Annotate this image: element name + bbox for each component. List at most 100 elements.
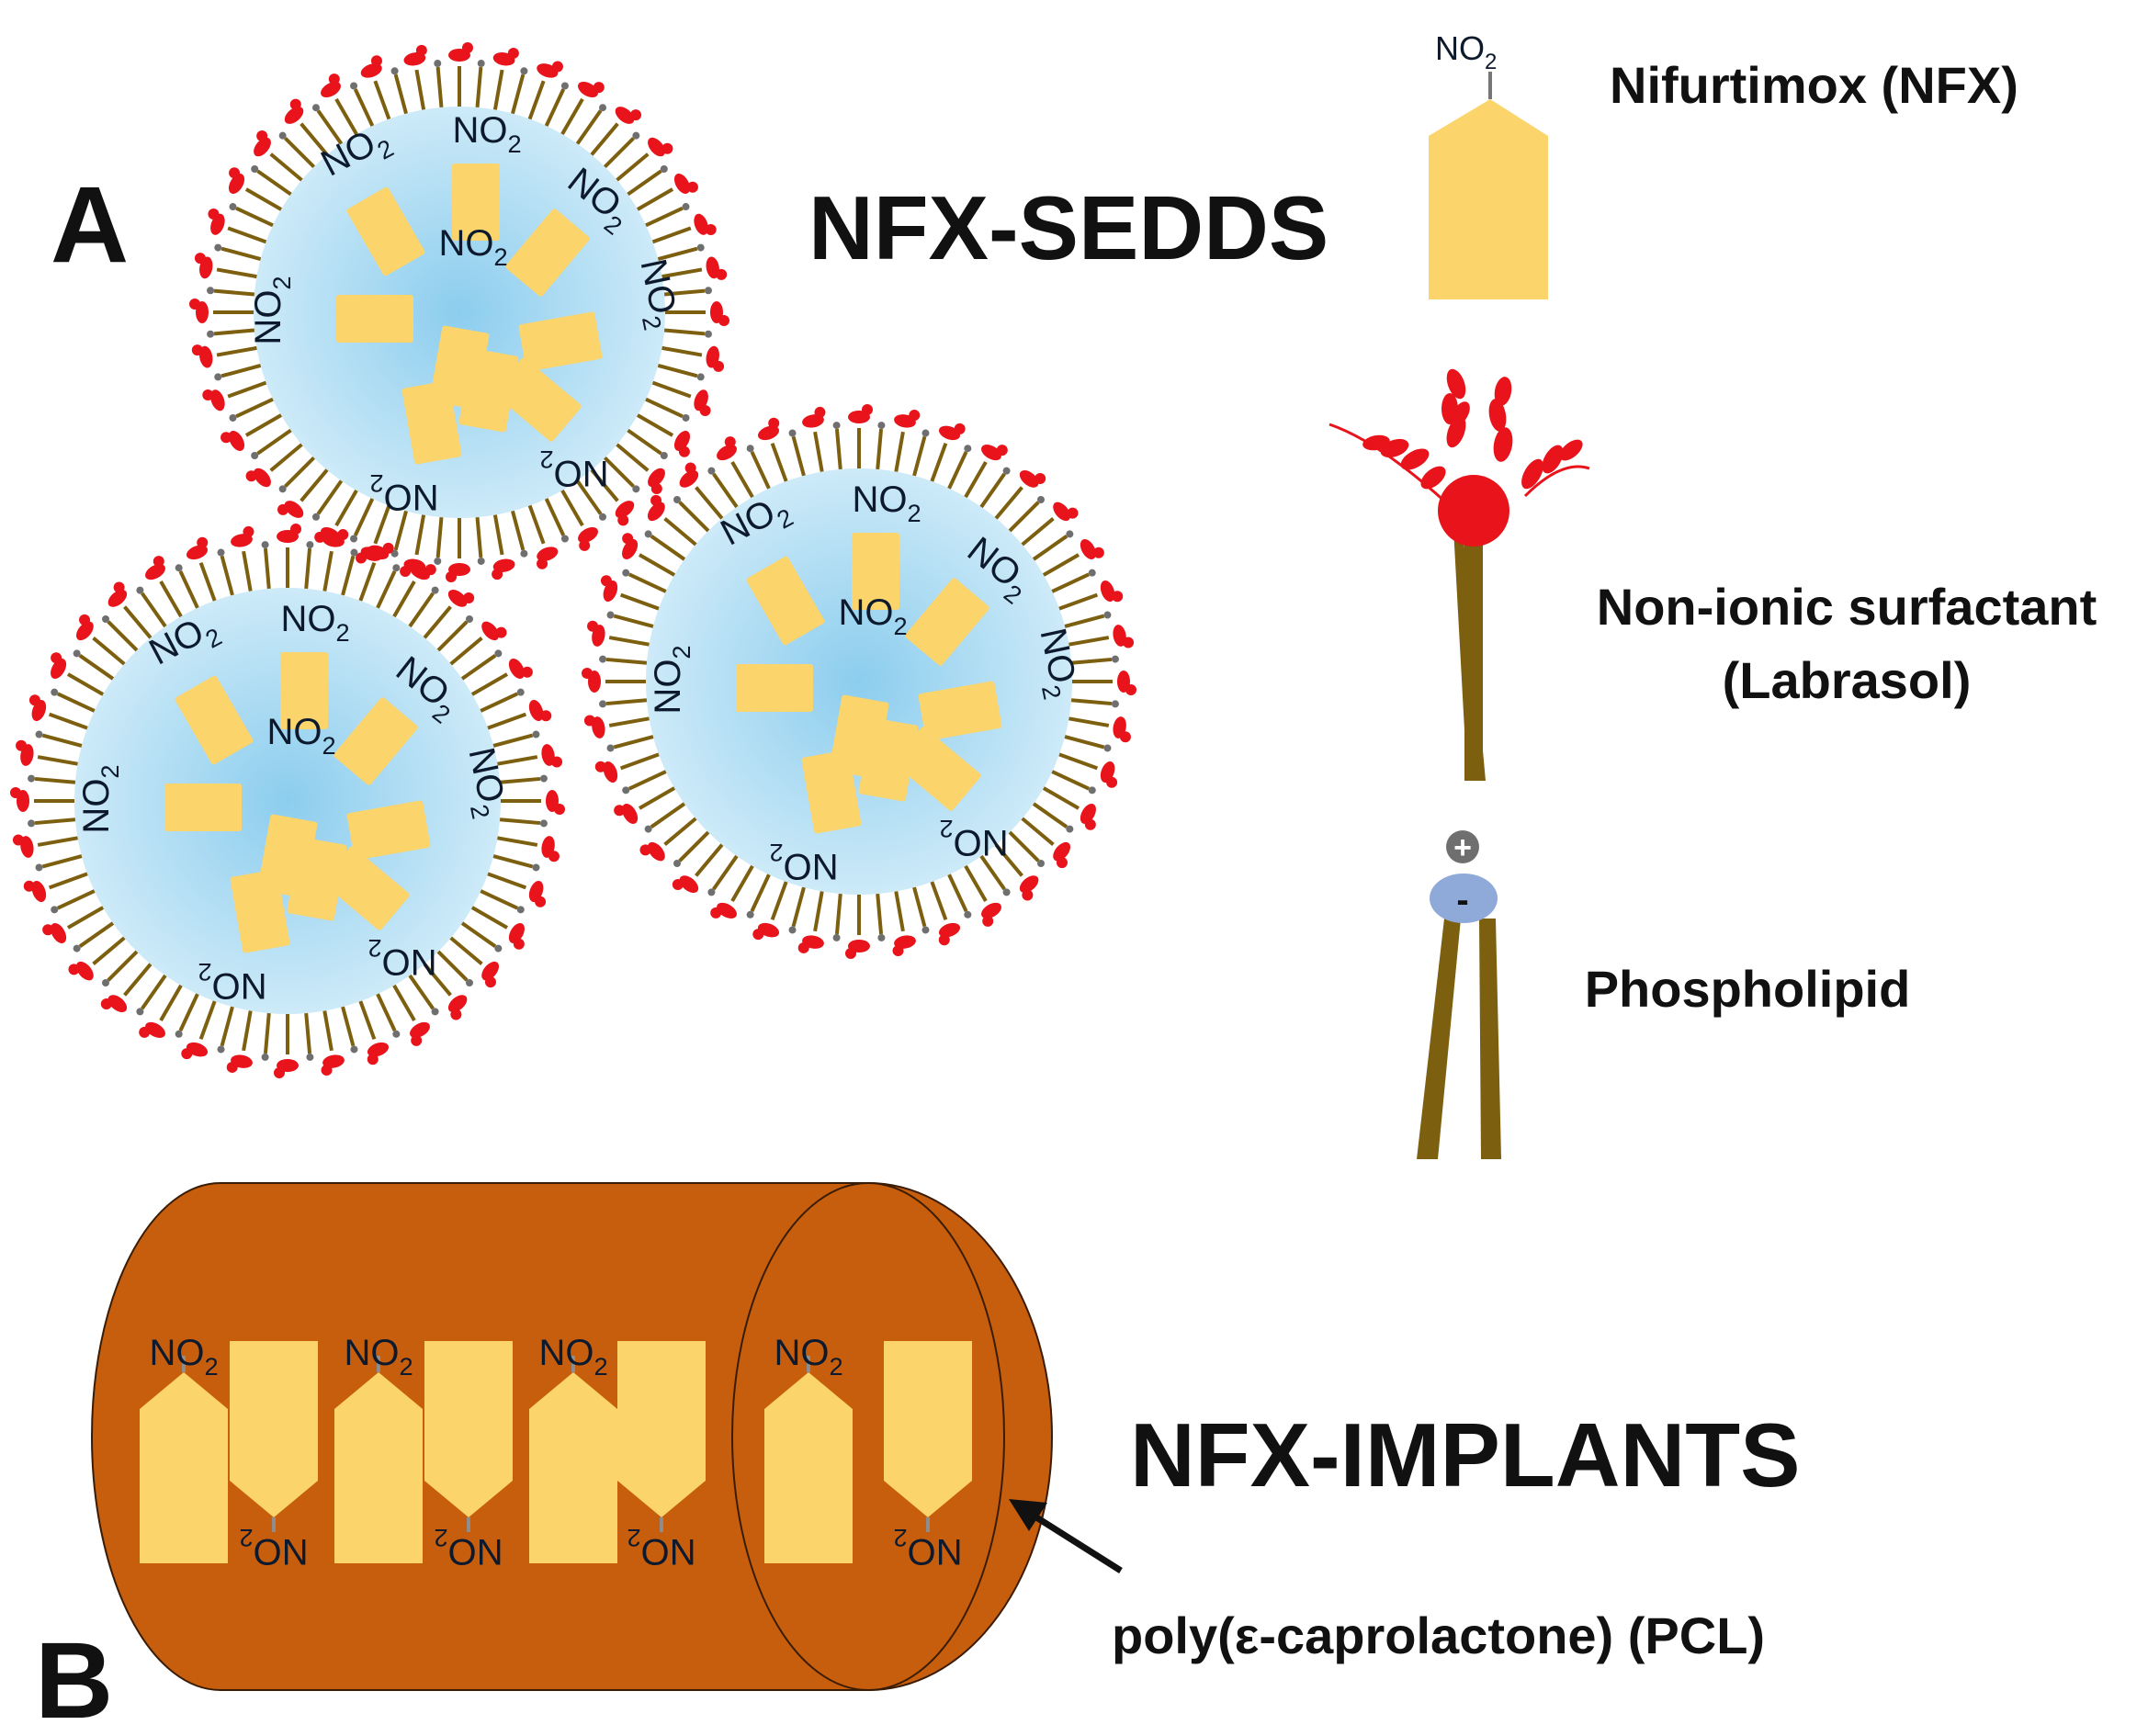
nfx-molecule [493,357,582,442]
nfx-molecule [346,186,425,276]
nitro-group-label: NO2 [893,1524,962,1572]
pcl-label: poly(ε-caprolactone) (PCL) [1112,1606,1765,1664]
nitro-group-label: NO2 [434,1524,503,1572]
nfx-molecule [322,846,410,930]
legend-nfx-formula-sub: 2 [1485,50,1497,74]
nitro-group-label: NO2 [76,764,124,833]
nitro-group-label: NO2 [452,110,521,158]
phospholipid-plus-head [1446,830,1479,863]
pcl-pointer-arrow [1009,1499,1123,1573]
nfx-molecule [287,837,347,921]
legend-surfactant-line1: Non-ionic surfactant [1597,578,2097,636]
nitro-group-label: NO2 [438,223,507,271]
implant-nfx-up: NO2 [764,1333,853,1563]
droplet-shell [189,42,729,582]
nfx-molecule [801,750,862,834]
nfx-molecule [336,295,413,343]
nitro-group-label: NO2 [648,645,695,714]
nfx-molecule [746,556,825,646]
legend: NO2 Nifurtimox (NFX) [1328,29,2097,1159]
nitro-group-label: NO2 [538,1333,607,1381]
legend-nfx: NO2 Nifurtimox (NFX) [1429,29,2018,299]
implant-nfx-up: NO2 [529,1333,617,1563]
nfx-molecule [884,1341,972,1517]
nitro-group-label: NO2 [838,592,907,640]
legend-phospholipid-tail-right [1479,919,1501,1159]
implant-nfx-down: NO2 [230,1341,318,1572]
nfx-molecule [905,578,989,666]
nfx-molecule [280,652,328,729]
nfx-molecule [458,348,519,433]
panel-a-title: NFX-SEDDS [808,177,1328,278]
nfx-molecule [852,533,899,610]
implant-nfx-down: NO2 [884,1341,972,1572]
phospholipid-minus-head [1430,874,1498,923]
surfactant-head-glyph [1328,368,1590,547]
nfx-molecule [346,800,431,861]
nitro-group-label: NO2 [266,712,335,760]
svg-text:NO2: NO2 [1435,29,1497,74]
nitro-group-label: NO2 [149,1333,218,1381]
nfx-molecule [164,783,242,831]
phospholipid-minus-sign: - [1456,880,1468,920]
nitro-group-label: NO2 [852,479,921,527]
nfx-molecule [175,675,254,765]
nitro-group-label: NO2 [769,839,838,886]
nfx-molecule [505,209,590,297]
nfx-molecule [334,1372,423,1563]
nitro-group-label: NO2 [280,599,349,647]
implant-nfx-down: NO2 [617,1341,706,1572]
legend-phospholipid-tail-left [1417,919,1461,1159]
nfx-molecule [452,163,500,241]
nfx-molecule [617,1341,706,1517]
legend-surfactant-line2: (Labrasol) [1723,651,1972,709]
nfx-molecule [529,1372,617,1563]
nfx-molecule [230,869,290,953]
nfx-molecule [858,717,919,802]
panel-b-letter: B [35,1620,113,1736]
nitro-group-label: NO2 [939,815,1008,862]
nitro-group-label: NO2 [248,276,296,344]
implant-nfx-up: NO2 [334,1333,423,1563]
nfx-molecule [918,681,1002,741]
nfx-molecule [518,311,603,372]
droplet-shell [10,524,565,1078]
phospholipid-plus-sign: + [1453,830,1472,865]
nitro-group-label: NO2 [627,1524,695,1572]
nitro-group-label: NO2 [198,958,266,1006]
legend-nfx-molecule [1429,99,1548,299]
nitro-group-label: NO2 [239,1524,308,1572]
nfx-molecule [764,1372,853,1563]
nfx-molecule [230,1341,318,1517]
implant-nfx-down: NO2 [424,1341,513,1572]
nfx-molecule [736,664,813,712]
nitro-group-label: NO2 [344,1333,413,1381]
nfx-molecule [424,1341,513,1517]
droplet-shell [582,404,1136,959]
legend-phospholipid: + - Phospholipid [1417,830,1910,1159]
nitro-group-label: NO2 [774,1333,842,1381]
panel-b-title: NFX-IMPLANTS [1130,1404,1801,1505]
implant-nfx-up: NO2 [140,1333,228,1563]
legend-surfactant: Non-ionic surfactant (Labrasol) [1328,368,2097,781]
panel-a-letter: A [51,164,129,286]
nitro-group-label: NO2 [369,469,438,517]
nfx-molecule [334,697,418,785]
nitro-group-label: NO2 [539,445,608,493]
legend-phospholipid-label: Phospholipid [1585,960,1911,1018]
legend-nfx-formula: NO [1435,29,1485,67]
nfx-molecule [140,1372,228,1563]
nfx-molecule [893,727,981,811]
legend-nfx-label: Nifurtimox (NFX) [1610,56,2018,114]
